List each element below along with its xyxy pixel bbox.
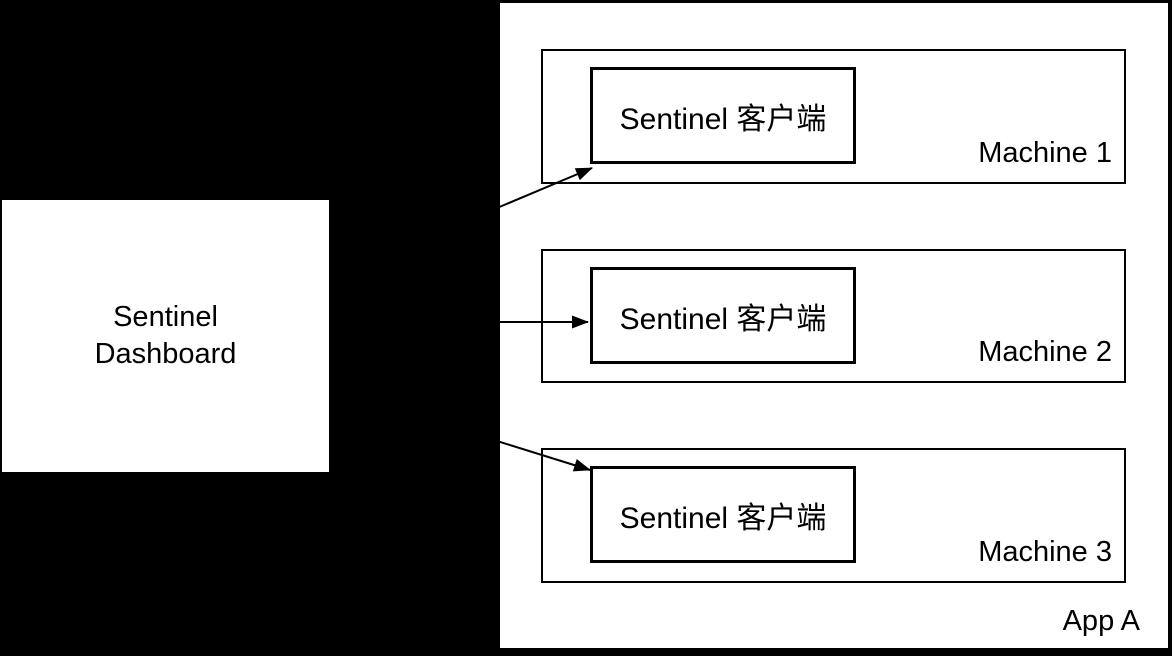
- machine-1-client-label: Sentinel 客户端: [619, 102, 827, 136]
- dashboard-label-line2: Dashboard: [94, 338, 237, 370]
- machine-3-sentinel-client-node: Sentinel 客户端: [590, 466, 856, 563]
- machine-2-label: Machine 2: [978, 336, 1112, 368]
- machine-1-node: Sentinel 客户端 Machine 1: [541, 49, 1126, 184]
- machine-1-label: Machine 1: [978, 137, 1112, 169]
- dashboard-label-line1: Sentinel: [113, 301, 218, 333]
- app-a-label: App A: [1062, 605, 1140, 637]
- machine-2-node: Sentinel 客户端 Machine 2: [541, 249, 1126, 383]
- machine-2-client-label: Sentinel 客户端: [619, 302, 827, 336]
- machine-3-client-label: Sentinel 客户端: [619, 501, 827, 535]
- machine-3-label: Machine 3: [978, 536, 1112, 568]
- machine-1-sentinel-client-node: Sentinel 客户端: [590, 67, 856, 164]
- machine-3-node: Sentinel 客户端 Machine 3: [541, 448, 1126, 583]
- sentinel-dashboard-node: Sentinel Dashboard: [2, 200, 329, 472]
- machine-2-sentinel-client-node: Sentinel 客户端: [590, 267, 856, 364]
